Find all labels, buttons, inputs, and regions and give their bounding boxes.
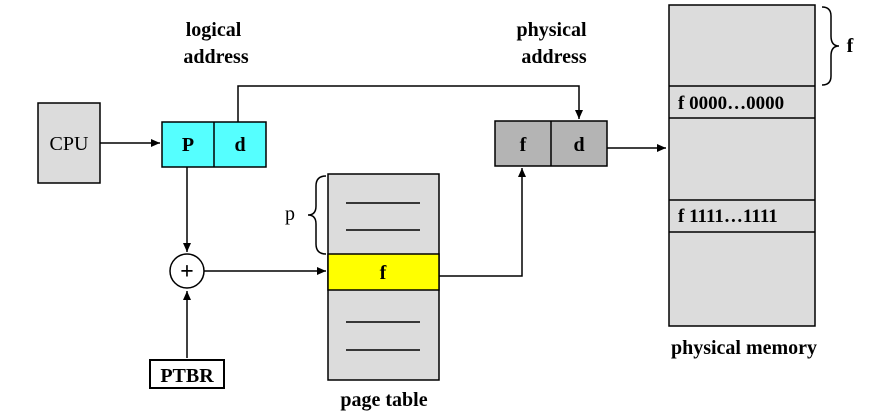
adder-circle: + [169, 253, 205, 289]
physical-frame-field: f [520, 134, 527, 156]
page-number-field: P [182, 134, 194, 156]
physical-address-box: f d [494, 120, 608, 167]
logical-address-box: P d [161, 121, 267, 168]
logical-address-label: logical address [183, 19, 248, 68]
p-brace [307, 175, 327, 255]
physical-memory: f 0000…0000 f 1111…1111 [668, 4, 816, 327]
page-table-selected-entry [327, 253, 440, 291]
ptbr-label: PTBR [160, 365, 214, 387]
frame-start-address: f 0000…0000 [678, 93, 784, 114]
offset-route-arrow [237, 85, 583, 122]
physical-offset-field: d [573, 134, 584, 156]
ptbr-box: PTBR [149, 359, 225, 389]
cpu-label: CPU [50, 133, 89, 155]
frame-to-physical-arrow [439, 168, 526, 277]
p-brace-label: p [285, 203, 295, 225]
cpu-box: CPU [37, 102, 101, 184]
selected-frame-number: f [380, 262, 387, 284]
f-brace [821, 6, 840, 86]
physical-memory-label: physical memory [671, 337, 817, 359]
page-table-label: page table [340, 389, 427, 411]
physical-address-label: physical address [516, 19, 591, 68]
frame-end-address: f 1111…1111 [678, 206, 778, 227]
logical-offset-field: d [234, 134, 245, 156]
f-brace-label: f [847, 35, 854, 57]
page-table: f [327, 173, 440, 381]
adder-symbol: + [180, 259, 194, 285]
